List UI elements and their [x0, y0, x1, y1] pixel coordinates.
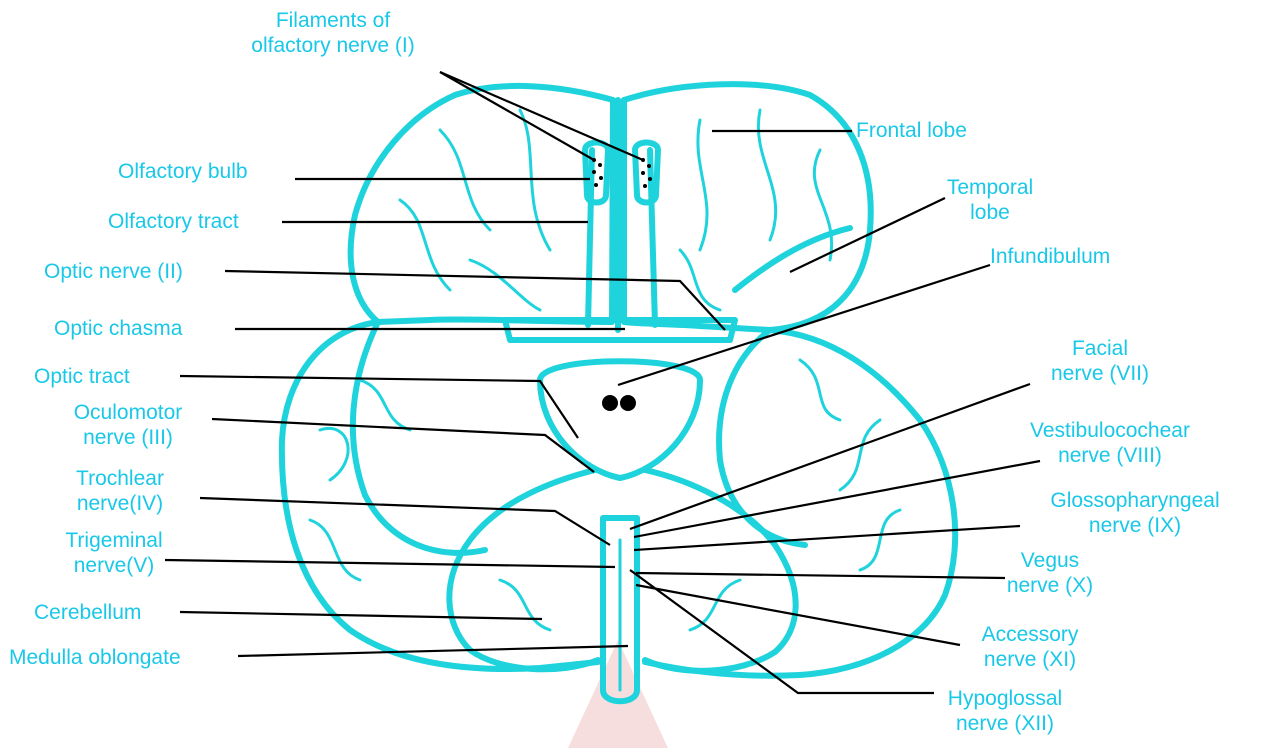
label-frontal-lobe: Frontal lobe	[856, 118, 967, 143]
right-olfactory-bulb	[635, 143, 658, 203]
label-vegus-line1: Vegus	[990, 548, 1110, 573]
label-glosso-line1: Glossopharyngeal	[1020, 488, 1250, 513]
left-frontal-lobe	[351, 86, 613, 322]
label-accessory-line2: nerve (XI)	[960, 647, 1100, 672]
label-trochlear-line2: nerve(IV)	[40, 491, 200, 516]
label-filaments-line1: Filaments of	[228, 8, 438, 33]
line-medulla	[238, 646, 628, 656]
label-oculomotor: Oculomotor nerve (III)	[38, 400, 218, 450]
label-hypoglossal: Hypoglossal nerve (XII)	[930, 686, 1080, 736]
label-trigeminal-line1: Trigeminal	[34, 528, 194, 553]
label-infundibulum: Infundibulum	[990, 244, 1110, 269]
line-vestibulo	[634, 461, 1040, 537]
label-vegus-line2: nerve (X)	[990, 573, 1110, 598]
line-temporal-lobe	[790, 198, 945, 272]
label-accessory-line1: Accessory	[960, 622, 1100, 647]
label-medulla: Medulla oblongate	[9, 645, 181, 670]
label-vestibulo-line1: Vestibulocochear	[1000, 418, 1220, 443]
label-trigeminal: Trigeminal nerve(V)	[34, 528, 194, 578]
label-temporal-line1: Temporal	[930, 175, 1050, 200]
cerebellum-left	[449, 470, 598, 669]
left-temporal-inner	[353, 322, 485, 553]
label-trigeminal-line2: nerve(V)	[34, 553, 194, 578]
midbrain	[540, 361, 700, 478]
label-optic-chasma: Optic chasma	[54, 316, 182, 341]
label-glosso: Glossopharyngeal nerve (IX)	[1020, 488, 1250, 538]
infundibulum-dot-right	[620, 395, 636, 411]
label-accessory: Accessory nerve (XI)	[960, 622, 1100, 672]
label-trochlear-line1: Trochlear	[40, 466, 200, 491]
right-frontal-lobe	[624, 84, 871, 330]
label-filaments-line2: olfactory nerve (I)	[228, 33, 438, 58]
label-facial-line2: nerve (VII)	[1020, 361, 1180, 386]
label-facial-line1: Facial	[1020, 336, 1180, 361]
label-trochlear: Trochlear nerve(IV)	[40, 466, 200, 516]
label-temporal-line2: lobe	[930, 200, 1050, 225]
label-optic-nerve: Optic nerve (II)	[44, 259, 183, 284]
cerebellum-right	[645, 470, 796, 671]
label-oculomotor-line1: Oculomotor	[38, 400, 218, 425]
label-facial: Facial nerve (VII)	[1020, 336, 1180, 386]
label-vestibulo: Vestibulocochear nerve (VIII)	[1000, 418, 1220, 468]
label-temporal: Temporal lobe	[930, 175, 1050, 225]
line-cerebellum	[180, 612, 542, 619]
line-optic-tract	[180, 376, 578, 438]
line-facial	[630, 384, 1030, 529]
infundibulum-dot-left	[602, 395, 618, 411]
label-hypoglossal-line2: nerve (XII)	[930, 711, 1080, 736]
line-trigeminal	[165, 560, 615, 567]
label-vegus: Vegus nerve (X)	[990, 548, 1110, 598]
watermark-triangle	[568, 640, 668, 748]
line-glosso	[634, 526, 1020, 550]
left-olfactory-bulb	[585, 143, 608, 203]
label-optic-tract: Optic tract	[34, 364, 130, 389]
label-olfactory-tract: Olfactory tract	[108, 209, 239, 234]
label-olfactory-bulb: Olfactory bulb	[118, 159, 248, 184]
label-oculomotor-line2: nerve (III)	[38, 425, 218, 450]
label-filaments: Filaments of olfactory nerve (I)	[228, 8, 438, 58]
label-glosso-line2: nerve (IX)	[1020, 513, 1250, 538]
label-vestibulo-line2: nerve (VIII)	[1000, 443, 1220, 468]
right-hemisphere-outline	[645, 330, 955, 676]
label-hypoglossal-line1: Hypoglossal	[930, 686, 1080, 711]
label-cerebellum: Cerebellum	[34, 600, 141, 625]
